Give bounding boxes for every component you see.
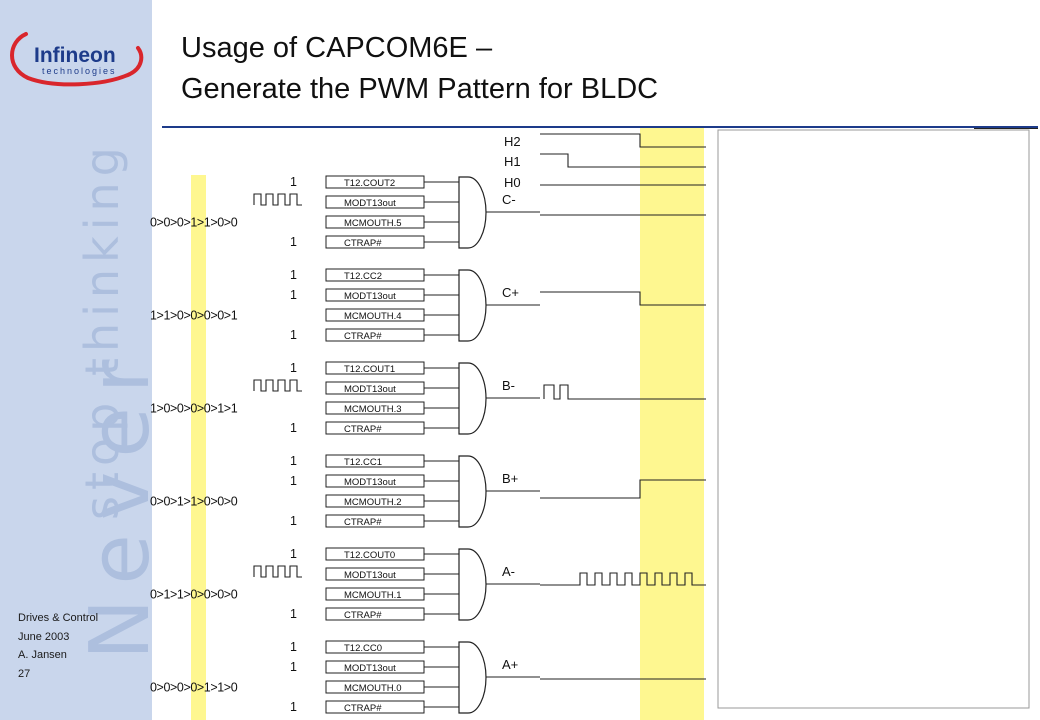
b-minus-modt13out-label: MODT13out <box>344 384 396 395</box>
a-plus-mcmouth-0-label: MCMOUTH.0 <box>344 683 402 694</box>
a-minus-and-gate <box>458 548 487 621</box>
c-plus-output-waveform <box>540 291 706 306</box>
c-plus-mcmouth-4-label: MCMOUTH.4 <box>344 311 402 322</box>
a-minus-t12-cout0-label: T12.COUT0 <box>344 550 395 561</box>
a-plus-modt13out-label: MODT13out <box>344 663 396 674</box>
a-minus-modt13out-pwm-wave <box>253 565 302 578</box>
b-minus-t12-cout1-level: 1 <box>290 361 297 375</box>
a-plus-output-label: A+ <box>502 657 518 672</box>
c-plus-ctrap--label: CTRAP# <box>344 331 382 342</box>
c-minus-output-label: C- <box>502 192 516 207</box>
a-plus-t12-cc0-level: 1 <box>290 640 297 654</box>
c-minus-and-gate <box>458 176 487 249</box>
c-plus-modt13out-label: MODT13out <box>344 291 396 302</box>
hall-label-h0: H0 <box>504 175 521 190</box>
b-minus-ctrap--level: 1 <box>290 421 297 435</box>
a-minus-mcmouth-1-sequence: 0>1>1>0>0>0>0 <box>150 588 238 602</box>
b-plus-ctrap--label: CTRAP# <box>344 517 382 528</box>
a-minus-output-label: A- <box>502 564 515 579</box>
hall-label-h2: H2 <box>504 134 521 149</box>
b-plus-and-gate <box>458 455 487 528</box>
sidebar: Never stop thinking Infineon technologie… <box>0 0 152 720</box>
b-minus-output-label: B- <box>502 378 515 393</box>
c-minus-modt13out-label: MODT13out <box>344 198 396 209</box>
b-plus-t12-cc1-label: T12.CC1 <box>344 457 382 468</box>
b-plus-t12-cc1-level: 1 <box>290 454 297 468</box>
logo-brand: Infineon <box>34 44 116 67</box>
b-plus-ctrap--level: 1 <box>290 514 297 528</box>
a-plus-mcmouth-0-sequence: 0>0>0>0>1>1>0 <box>150 681 238 695</box>
slogan-watermark: Never stop thinking <box>73 141 152 660</box>
logo-tagline: technologies <box>42 66 117 76</box>
c-minus-t12-cout2-label: T12.COUT2 <box>344 178 395 189</box>
c-plus-t12-cc2-label: T12.CC2 <box>344 271 382 282</box>
footer-department: Drives & Control <box>18 612 99 624</box>
c-minus-mcmouth-5-label: MCMOUTH.5 <box>344 218 402 229</box>
b-plus-mcmouth-2-sequence: 0>0>1>1>0>0>0 <box>150 495 238 509</box>
slogan-stop-thinking: stop thinking <box>75 141 129 520</box>
c-minus-t12-cout2-level: 1 <box>290 175 297 189</box>
a-plus-modt13out-level: 1 <box>290 660 297 674</box>
c-minus-mcmouth-5-sequence: 0>0>0>1>1>0>0 <box>150 216 238 230</box>
c-plus-ctrap--level: 1 <box>290 328 297 342</box>
b-minus-modt13out-pwm-wave <box>253 379 302 392</box>
footer-info: Drives & Control June 2003 A. Jansen 27 <box>18 609 98 683</box>
c-minus-modt13out-pwm-wave <box>253 193 302 206</box>
output-state-highlight <box>640 128 704 720</box>
title-line-1: Usage of CAPCOM6E – <box>181 32 493 64</box>
b-minus-and-gate <box>458 362 487 435</box>
a-plus-ctrap--label: CTRAP# <box>344 703 382 714</box>
b-plus-modt13out-label: MODT13out <box>344 477 396 488</box>
c-plus-t12-cc2-level: 1 <box>290 268 297 282</box>
timing-panel <box>717 129 1030 709</box>
b-plus-output-waveform <box>540 479 706 499</box>
b-plus-modt13out-level: 1 <box>290 474 297 488</box>
pwm-logic-diagram: H2H1H0T12.COUT21MODT13outMCMOUTH.50>0>0>… <box>150 128 1038 720</box>
title-line-2: Generate the PWM Pattern for BLDC <box>181 73 659 105</box>
a-plus-and-gate <box>458 641 487 714</box>
footer-date: June 2003 <box>18 630 70 643</box>
b-plus-output-label: B+ <box>502 471 518 486</box>
slogan-never: Never <box>73 346 152 660</box>
a-plus-ctrap--level: 1 <box>290 700 297 714</box>
b-minus-mcmouth-3-sequence: 1>0>0>0>0>1>1 <box>150 402 238 416</box>
a-minus-t12-cout0-level: 1 <box>290 547 297 561</box>
a-minus-modt13out-label: MODT13out <box>344 570 396 581</box>
footer-author: A. Jansen <box>18 649 67 661</box>
b-minus-t12-cout1-label: T12.COUT1 <box>344 364 395 375</box>
c-plus-output-label: C+ <box>502 285 519 300</box>
c-plus-mcmouth-4-sequence: 1>1>0>0>0>0>1 <box>150 309 238 323</box>
input-state-highlight <box>191 175 206 720</box>
slide-title: Usage of CAPCOM6E – Generate the PWM Pat… <box>181 28 658 110</box>
c-minus-ctrap--label: CTRAP# <box>344 238 382 249</box>
a-minus-output-waveform <box>540 572 706 586</box>
hall-label-h1: H1 <box>504 154 521 169</box>
b-minus-mcmouth-3-label: MCMOUTH.3 <box>344 404 402 415</box>
a-plus-t12-cc0-label: T12.CC0 <box>344 643 382 654</box>
b-minus-output-waveform <box>543 384 706 400</box>
hall-signal-h1 <box>540 153 706 168</box>
a-minus-ctrap--level: 1 <box>290 607 297 621</box>
footer-page-number: 27 <box>18 667 31 680</box>
infineon-logo: Infineon technologies <box>10 32 144 87</box>
c-plus-and-gate <box>458 269 487 342</box>
a-minus-ctrap--label: CTRAP# <box>344 610 382 621</box>
b-plus-mcmouth-2-label: MCMOUTH.2 <box>344 497 402 508</box>
hall-signal-h2 <box>540 133 706 148</box>
a-minus-mcmouth-1-label: MCMOUTH.1 <box>344 590 402 601</box>
b-minus-ctrap--label: CTRAP# <box>344 424 382 435</box>
c-minus-ctrap--level: 1 <box>290 235 297 249</box>
title-divider <box>162 126 1038 128</box>
c-plus-modt13out-level: 1 <box>290 288 297 302</box>
